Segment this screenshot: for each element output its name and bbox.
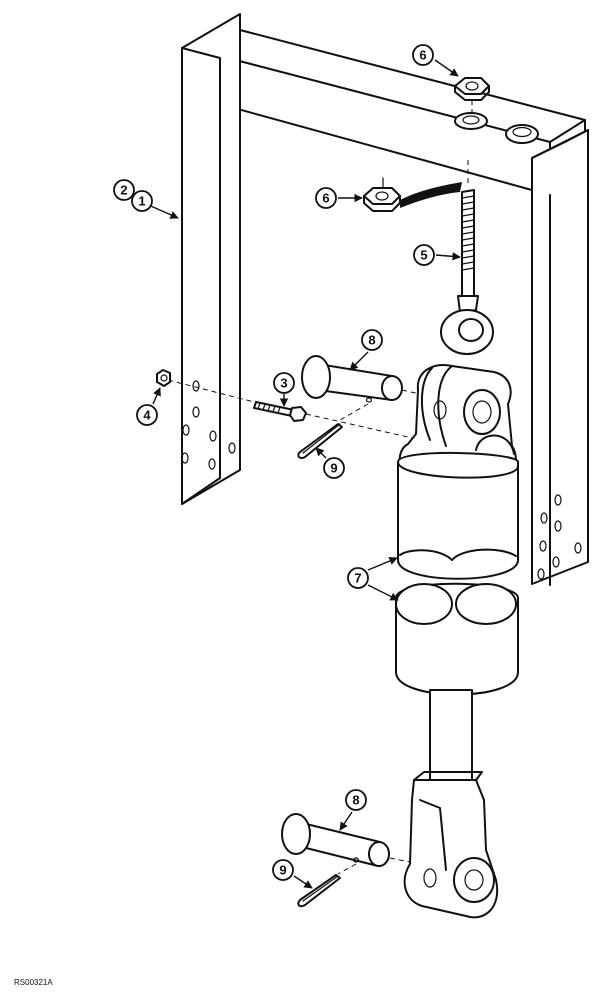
svg-text:7: 7: [354, 571, 361, 586]
crossbar-washer: [454, 112, 488, 130]
cylinder-rod: [429, 689, 473, 781]
cylinder-lower-clevis: [403, 771, 499, 919]
frame-right-upright: [531, 129, 589, 586]
hex-bolt: [167, 379, 431, 443]
callout-6-lower: 6: [315, 187, 337, 209]
lower-clevis-pin: [281, 813, 411, 867]
upper-cotter-pin: [297, 403, 369, 460]
callout-3: 3: [273, 372, 295, 394]
small-nut: [156, 369, 171, 387]
crossbar-bushing: [505, 124, 539, 144]
svg-text:9: 9: [330, 461, 337, 476]
callout-9-upper: 9: [323, 457, 345, 479]
svg-text:2: 2: [120, 183, 127, 198]
eye-bolt: [440, 160, 494, 355]
top-nut: [454, 77, 490, 112]
callout-leaders: [143, 59, 461, 889]
frame-crossbar: [204, 29, 586, 196]
upper-clevis-pin: [301, 355, 421, 403]
callout-4: 4: [136, 404, 158, 426]
svg-text:3: 3: [280, 376, 287, 391]
svg-text:5: 5: [420, 248, 427, 263]
callout-8-upper: 8: [361, 329, 383, 351]
callout-7: 7: [347, 567, 369, 589]
svg-text:1: 1: [138, 194, 145, 209]
callout-2: 2: [113, 179, 135, 201]
callout-5: 5: [413, 244, 435, 266]
callout-9-lower: 9: [272, 859, 294, 881]
svg-text:9: 9: [279, 863, 286, 878]
svg-text:4: 4: [143, 408, 151, 423]
callout-1: 1: [131, 190, 153, 212]
svg-text:8: 8: [368, 333, 375, 348]
cylinder-lower-body: [395, 582, 519, 696]
callout-6-top: 6: [412, 44, 434, 66]
reference-code: RS00321A: [14, 978, 53, 987]
frame-left-upright: [181, 13, 241, 505]
lower-cotter-pin: [297, 863, 357, 908]
cylinder-upper-body: [397, 451, 519, 580]
callout-8-lower: 8: [345, 789, 367, 811]
svg-text:8: 8: [352, 793, 359, 808]
svg-text:6: 6: [322, 191, 329, 206]
svg-text:6: 6: [419, 48, 426, 63]
lower-nut: [363, 177, 462, 212]
